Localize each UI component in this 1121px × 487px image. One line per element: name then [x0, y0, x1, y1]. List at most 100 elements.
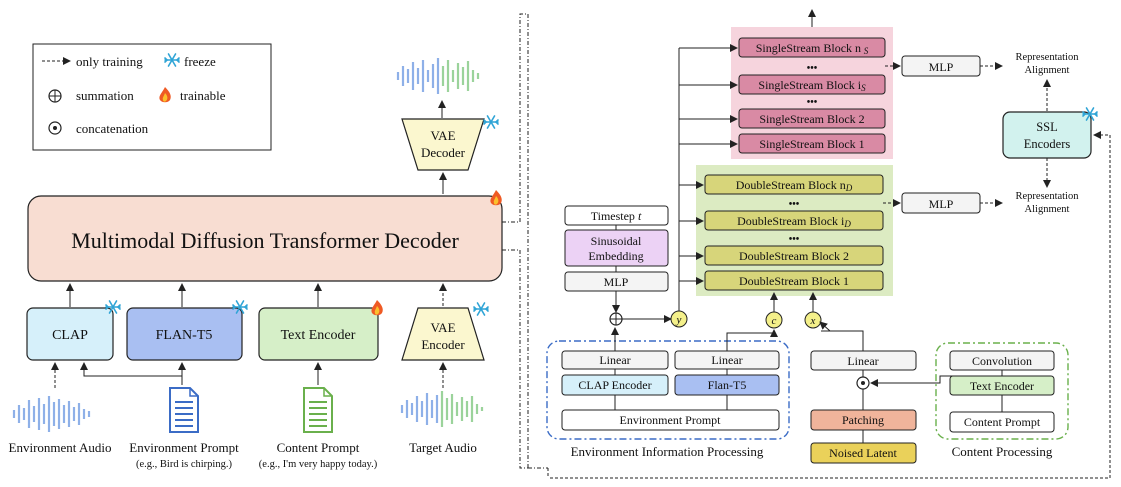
linear-latent-box: Linear: [810, 350, 917, 371]
dots: •••: [807, 97, 818, 108]
singlestream-block-2: SingleStream Block 2: [738, 108, 886, 129]
singlestream-block-1: SingleStream Block 1: [738, 133, 886, 154]
timestep-box: Timestep t: [564, 205, 669, 226]
content-processing-caption: Content Processing: [952, 444, 1053, 459]
environment-audio-label: Environment Audio: [9, 440, 112, 455]
svg-text:SingleStream Block 1: SingleStream Block 1: [759, 137, 864, 151]
mmdit-decoder: Multimodal Diffusion Transformer Decoder: [27, 190, 503, 282]
svg-text:DoubleStream Block nD: DoubleStream Block nD: [736, 178, 853, 193]
svg-text:Content Prompt: Content Prompt: [964, 415, 1041, 429]
svg-text:Text Encoder: Text Encoder: [970, 379, 1034, 393]
environment-audio-waveform-icon: [12, 396, 91, 432]
ssl-encoders-box: SSL Encoders: [1002, 107, 1098, 159]
representation-alignment-label: Representation: [1016, 52, 1080, 63]
svg-text:DoubleStream Block 2: DoubleStream Block 2: [739, 249, 849, 263]
vae-decoder: VAE Decoder: [401, 115, 499, 171]
y-node: y: [670, 310, 688, 328]
svg-text:VAE: VAE: [430, 128, 455, 143]
concatenation-node: [856, 376, 870, 390]
svg-text:Text Encoder: Text Encoder: [281, 328, 356, 343]
svg-text:CLAP Encoder: CLAP Encoder: [578, 378, 651, 392]
svg-text:x: x: [810, 315, 816, 327]
svg-text:Alignment: Alignment: [1025, 65, 1070, 76]
dots: •••: [789, 199, 800, 210]
svg-text:Linear: Linear: [847, 354, 878, 368]
sinusoidal-embedding-box: Sinusoidal Embedding: [564, 229, 669, 267]
mlp-timestep-box: MLP: [564, 271, 669, 292]
svg-text:Embedding: Embedding: [588, 249, 643, 263]
summation-icon: [48, 89, 62, 103]
linear-box: Linear: [674, 350, 780, 370]
concatenation-icon: [48, 121, 62, 135]
svg-text:DoubleStream Block iD: DoubleStream Block iD: [737, 214, 851, 229]
convolution-box: Convolution: [949, 350, 1055, 371]
clap-box: CLAP: [26, 300, 121, 361]
svg-text:DoubleStream Block 1: DoubleStream Block 1: [739, 274, 849, 288]
dots: •••: [789, 234, 800, 245]
doublestream-block-1: DoubleStream Block 1: [704, 270, 884, 291]
svg-text:MLP: MLP: [604, 275, 629, 289]
svg-text:SingleStream Block 2: SingleStream Block 2: [759, 112, 864, 126]
patching-box: Patching: [810, 409, 917, 431]
svg-text:Linear: Linear: [711, 353, 742, 367]
doublestream-block-i: DoubleStream Block iD: [704, 210, 884, 231]
mlp-box: MLP: [901, 192, 981, 214]
content-prompt-example: (e.g., I'm very happy today.): [259, 459, 378, 470]
svg-text:SingleStream Block iS: SingleStream Block iS: [758, 78, 866, 93]
document-icon: [303, 387, 333, 433]
env-info-processing-caption: Environment Information Processing: [571, 444, 764, 459]
svg-text:Decoder: Decoder: [421, 145, 466, 160]
x-node: x: [804, 311, 822, 329]
svg-text:y: y: [676, 314, 682, 326]
svg-text:Flan-T5: Flan-T5: [708, 378, 747, 392]
environment-prompt-label: Environment Prompt: [129, 440, 239, 455]
linear-box: Linear: [561, 350, 669, 370]
svg-text:Encoder: Encoder: [421, 337, 465, 352]
legend-concatenation: concatenation: [76, 121, 149, 136]
svg-text:Noised Latent: Noised Latent: [829, 446, 897, 460]
legend: only training freeze summation trainable…: [32, 43, 272, 151]
flame-icon: [490, 190, 502, 206]
content-prompt-label: Content Prompt: [277, 440, 360, 455]
svg-text:CLAP: CLAP: [52, 328, 88, 343]
mlp-box: MLP: [901, 55, 981, 77]
svg-text:Linear: Linear: [599, 353, 630, 367]
content-prompt-box: Content Prompt: [949, 411, 1055, 433]
svg-text:Alignment: Alignment: [1025, 204, 1070, 215]
mmdit-title: Multimodal Diffusion Transformer Decoder: [71, 228, 459, 253]
target-audio-label: Target Audio: [409, 440, 477, 455]
legend-only-training: only training: [76, 54, 143, 69]
target-audio-waveform-icon: [400, 391, 484, 427]
document-icon: [169, 387, 199, 433]
noised-latent-box: Noised Latent: [810, 442, 917, 464]
svg-text:MLP: MLP: [929, 197, 954, 211]
snowflake-icon: [483, 115, 499, 129]
env-processing-panel: [546, 340, 790, 440]
doublestream-block-n: DoubleStream Block nD: [704, 174, 884, 195]
dots: •••: [807, 63, 818, 74]
svg-text:c: c: [772, 315, 777, 327]
svg-text:SSL: SSL: [1036, 120, 1058, 134]
singlestream-block-n: SingleStream Block n S: [738, 37, 886, 58]
text-encoder-box: Text Encoder: [258, 300, 383, 361]
legend-freeze: freeze: [184, 54, 216, 69]
svg-text:Timestep t: Timestep t: [591, 209, 642, 223]
snowflake-icon: [473, 302, 489, 316]
svg-text:Patching: Patching: [842, 413, 884, 427]
flan-t5-box-right: Flan-T5: [674, 374, 780, 396]
singlestream-block-i: SingleStream Block iS: [738, 74, 886, 95]
text-encoder-box-right: Text Encoder: [949, 375, 1055, 396]
legend-summation: summation: [76, 88, 134, 103]
flan-t5-box: FLAN-T5: [126, 300, 248, 361]
representation-alignment-label: Representation: [1016, 191, 1080, 202]
content-processing-panel: [935, 342, 1069, 440]
summation-node: [609, 312, 623, 326]
clap-encoder-box: CLAP Encoder: [561, 374, 669, 396]
svg-text:VAE: VAE: [430, 320, 455, 335]
svg-text:Sinusoidal: Sinusoidal: [591, 234, 642, 248]
environment-prompt-box: Environment Prompt: [561, 409, 780, 431]
output-waveform-icon: [396, 58, 480, 94]
svg-text:FLAN-T5: FLAN-T5: [156, 328, 213, 343]
legend-trainable: trainable: [180, 88, 226, 103]
